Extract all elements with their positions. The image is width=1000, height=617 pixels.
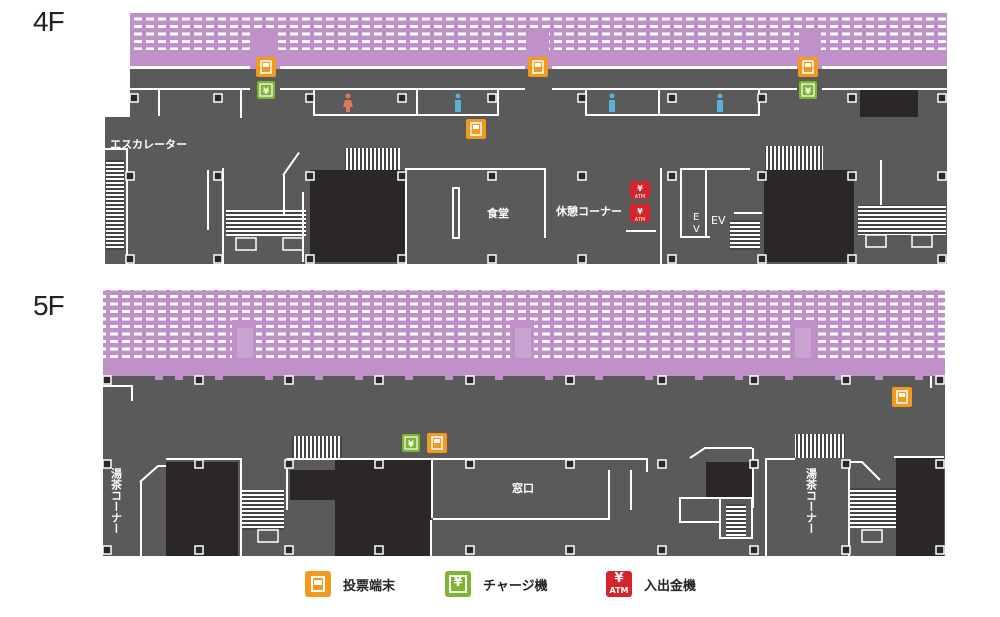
svg-text:¥: ¥ [637, 207, 643, 216]
atm-icon: ¥ATM [606, 571, 632, 597]
elevator-label-vertical-e: E [693, 212, 699, 223]
floor-label-4f: 4F [33, 6, 65, 37]
room-label-rest-corner: 休憩コーナー [555, 204, 622, 218]
stairs-4f-d [858, 205, 946, 235]
elevator-label-vertical-v: V [693, 224, 700, 235]
charge-machine-icon: ¥ [445, 571, 471, 597]
voting-terminal-icon [798, 57, 818, 77]
pillars-5f [102, 375, 945, 555]
svg-text:ATM: ATM [635, 194, 645, 200]
room-dark-5f-center [335, 460, 431, 522]
stairs-5f-d [850, 488, 896, 528]
stairs-5f-c [242, 490, 284, 530]
legend-item-voting: 投票端末 [305, 569, 395, 599]
room-label-window: 窓口 [512, 481, 534, 495]
stairs-4f-a [345, 148, 400, 170]
pillars-4f [125, 93, 947, 264]
atm-icon: ¥ ATM [630, 204, 650, 223]
room-dark-5f-right [896, 458, 944, 556]
room-label-escalator: エスカレーター [110, 138, 187, 151]
svg-text:¥: ¥ [637, 184, 643, 193]
voting-terminal-icon [892, 387, 912, 407]
elevator-label: EV [711, 214, 726, 227]
stairs-4f-b [765, 146, 823, 170]
charge-machine-icon: ¥ [257, 81, 275, 99]
stairs-4f-c [226, 210, 306, 234]
room-label-tea-corner-right: 湯茶コーナー [805, 467, 819, 534]
toilet-male-icon [455, 93, 723, 112]
room-label-canteen: 食堂 [487, 206, 509, 220]
legend-item-atm: ¥ATM 入出金機 [606, 569, 696, 599]
toilet-female-icon [343, 93, 353, 112]
svg-text:¥: ¥ [263, 87, 270, 97]
legend-label-atm: 入出金機 [644, 578, 697, 594]
room-label-tea-corner-left: 湯茶コーナー [110, 467, 124, 534]
stairs-5f-e [726, 504, 746, 536]
voting-terminal-icon [466, 119, 486, 139]
stairs-5f-b [795, 434, 845, 458]
charge-machine-icon: ¥ [799, 81, 817, 99]
legend-label-charge: チャージ機 [483, 578, 548, 594]
room-dark-4f-ur [860, 90, 918, 117]
svg-text:ATM: ATM [635, 217, 645, 223]
voting-terminal-icon [427, 433, 447, 453]
stairs-5f-a [292, 436, 342, 458]
room-dark-4f-right [764, 170, 854, 262]
escalator-4f [106, 160, 124, 250]
stairs-4f-e [730, 220, 760, 250]
voting-terminal-icon [528, 57, 548, 77]
voting-terminal-icon [305, 571, 331, 597]
svg-text:¥: ¥ [408, 440, 415, 450]
voting-terminal-icon [256, 57, 276, 77]
floor-5f: ¥ 窓口 湯茶コーナー 湯茶コーナー [102, 290, 945, 556]
svg-text:¥: ¥ [805, 87, 812, 97]
room-dark-5f-left [166, 462, 238, 556]
floor-4f: ¥ ¥ ¥ ATM ¥ ATM エスカレーター 食堂 休憩コーナー EV E V [104, 13, 947, 264]
room-dark-4f-left [310, 170, 406, 262]
atm-icon: ¥ ATM [630, 181, 650, 200]
legend-label-voting: 投票端末 [343, 578, 396, 594]
floor-label-5f: 5F [33, 290, 65, 321]
legend-item-charge: ¥ チャージ機 [445, 569, 548, 599]
charge-machine-icon: ¥ [402, 434, 420, 452]
